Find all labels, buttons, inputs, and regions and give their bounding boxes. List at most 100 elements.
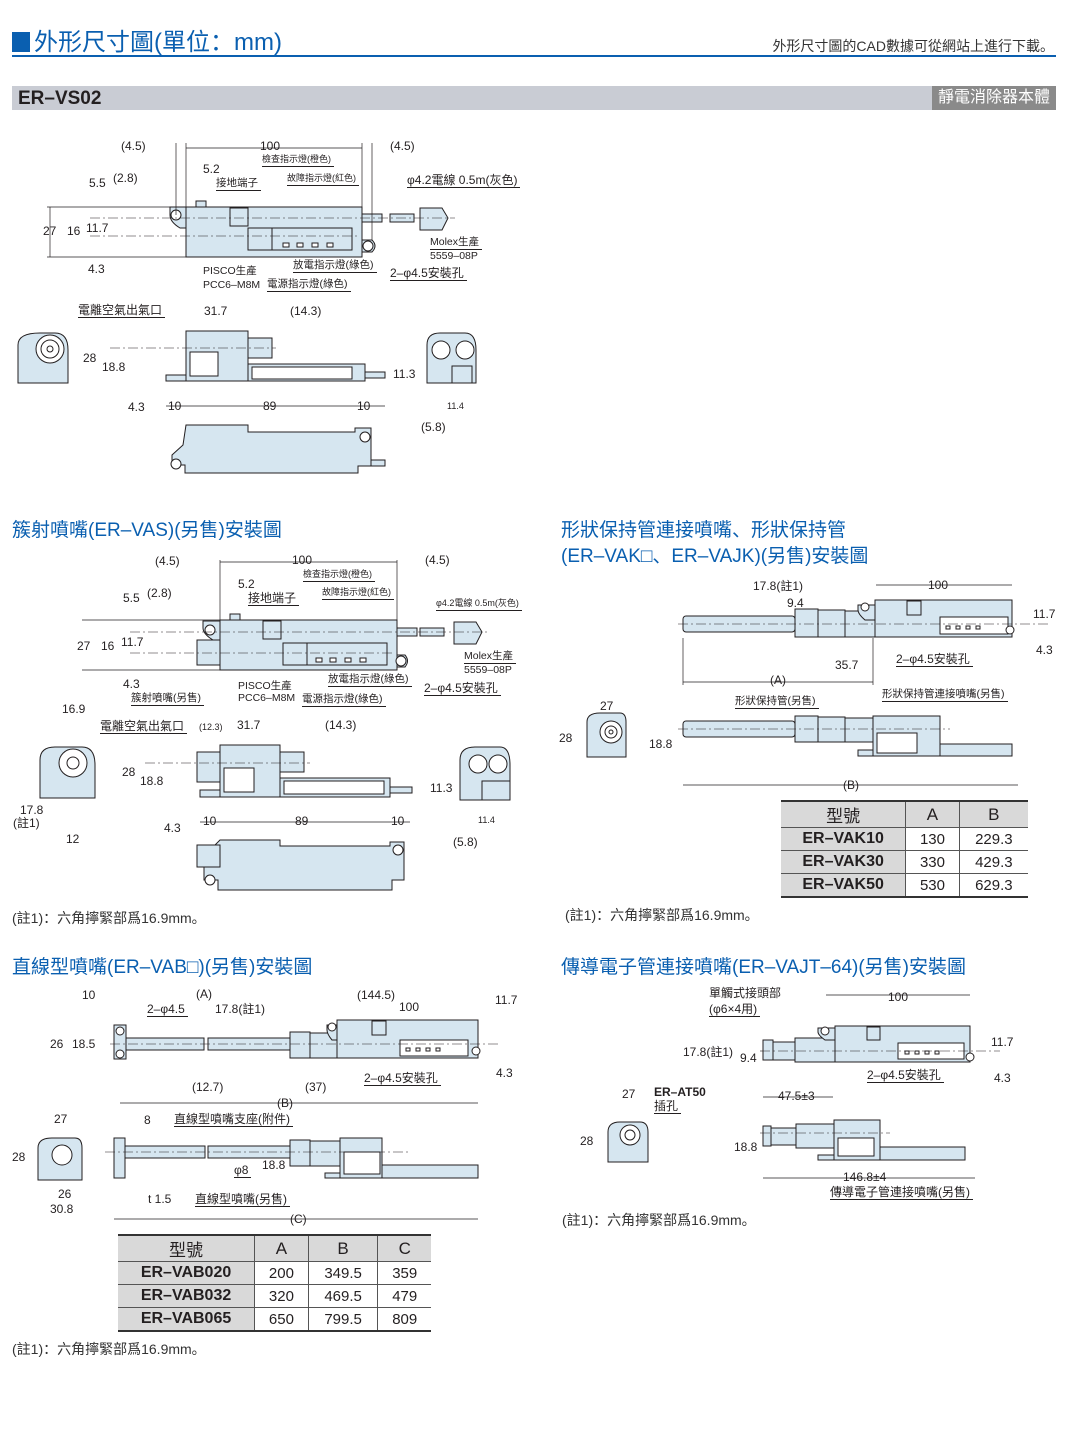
title-divider xyxy=(12,55,1056,57)
dim-label: 146.8±4 xyxy=(843,1170,887,1184)
callout-label: 電離空氣出氣口 xyxy=(78,304,166,318)
vab-model-table: 型號 A B C ER–VAB020 200 349.5 359 ER–VAB0… xyxy=(118,1234,431,1332)
dim-label: (144.5) xyxy=(357,988,396,1002)
dim-label: 17.8(註1) xyxy=(683,1045,734,1059)
dim-label: (A) xyxy=(770,673,786,687)
dim-label: 18.8 xyxy=(140,774,164,788)
callout-label: 2–φ4.5安裝孔 xyxy=(390,267,467,281)
table-cell: ER–VAK50 xyxy=(781,873,907,898)
table-cell: ER–VAK10 xyxy=(781,827,907,851)
dim-label: 10 xyxy=(82,988,96,1002)
dim-label: 28 xyxy=(122,765,136,779)
table-row: ER–VAB065 650 799.5 809 xyxy=(118,1307,431,1332)
callout-label: φ8 xyxy=(234,1164,252,1178)
table-cell: 650 xyxy=(254,1307,309,1332)
table-header: 型號 xyxy=(118,1234,256,1262)
dim-label: 31.7 xyxy=(204,304,228,318)
callout-label: 形狀保持管連接噴嘴(另售) xyxy=(882,688,1008,702)
table-header: A xyxy=(254,1234,309,1262)
dim-label: 4.3 xyxy=(1036,643,1053,657)
dim-label: 11.7 xyxy=(991,1035,1014,1049)
callout-label: φ4.2電線 0.5m(灰色) xyxy=(436,597,522,611)
table-cell: ER–VAB020 xyxy=(118,1261,256,1285)
table-cell: 809 xyxy=(377,1307,431,1332)
callout-label: Molex生產 xyxy=(430,236,483,250)
dim-label: 11.3 xyxy=(430,781,453,795)
dim-label: 8 xyxy=(144,1113,151,1127)
dim-label: 12 xyxy=(66,832,80,846)
dim-label: 27 xyxy=(622,1087,636,1101)
page-title-text: 外形尺寸圖(單位：mm) xyxy=(34,29,282,56)
table-header: 型號 xyxy=(781,800,907,828)
callout-label: 接地端子 xyxy=(216,177,261,191)
dim-label: (4.5) xyxy=(155,554,180,568)
vas-side-views xyxy=(39,744,511,891)
dim-label: (B) xyxy=(277,1096,293,1110)
callout-label: Molex生產 xyxy=(464,650,517,664)
dim-label: 47.5±3 xyxy=(778,1089,815,1103)
dim-label: (C) xyxy=(290,1212,307,1226)
callout-label: 電離空氣出氣口 xyxy=(100,720,188,734)
callout-label: 插孔 xyxy=(654,1100,682,1114)
dim-label: 17.8(註1) xyxy=(753,579,804,593)
dim-label: (12.3) xyxy=(199,722,223,732)
table-header-row: 型號 A B C xyxy=(118,1234,431,1262)
section-title-vajt: 傳導電子管連接噴嘴(ER–VAJT–64)(另售)安裝圖 xyxy=(561,957,967,978)
dim-label: (14.3) xyxy=(290,304,322,318)
section-title-vab: 直線型噴嘴(ER–VAB□)(另售)安裝圖 xyxy=(12,957,313,978)
dim-label: (註1) xyxy=(13,816,40,830)
dim-label: 35.7 xyxy=(835,658,859,672)
dim-label: 100 xyxy=(292,553,313,567)
table-row: ER–VAB020 200 349.5 359 xyxy=(118,1261,431,1285)
vab-views xyxy=(37,1019,500,1220)
dim-label: (4.5) xyxy=(425,553,450,567)
table-cell: 429.3 xyxy=(958,850,1028,874)
callout-label: 2–φ4.5 xyxy=(147,1003,188,1017)
dim-label: 18.8 xyxy=(262,1158,286,1172)
callout-label: 2–φ4.5安裝孔 xyxy=(867,1069,944,1083)
dim-label: 5.2 xyxy=(203,162,220,176)
table-row: ER–VAK30 330 429.3 xyxy=(781,850,1028,874)
dim-label: 11.7 xyxy=(495,993,518,1007)
dim-label: 18.8 xyxy=(734,1140,758,1154)
dim-label: 27 xyxy=(43,224,57,238)
dim-label: (5.8) xyxy=(453,835,478,849)
callout-label: PCC6–M8M xyxy=(238,692,296,704)
model-name: ER–VS02 xyxy=(18,88,102,109)
table-cell: 229.3 xyxy=(958,827,1028,851)
dim-label: 28 xyxy=(12,1150,26,1164)
callout-label: 電源指示燈(綠色) xyxy=(267,278,351,292)
dim-label: 18.5 xyxy=(72,1037,96,1051)
table-cell: 479 xyxy=(377,1284,431,1308)
dim-label: 10 xyxy=(168,399,182,413)
dim-label: 5.5 xyxy=(89,176,106,190)
dim-label: (14.3) xyxy=(325,718,357,732)
dim-label: 11.7 xyxy=(1033,607,1056,621)
callout-label: 2–φ4.5安裝孔 xyxy=(424,682,501,696)
dim-label: 28 xyxy=(580,1134,594,1148)
callout-label: 檢查指示燈(橙色) xyxy=(262,153,334,167)
table-row: ER–VAK50 530 629.3 xyxy=(781,873,1028,898)
dim-label: (37) xyxy=(305,1080,327,1094)
dim-label: 26 xyxy=(58,1187,72,1201)
callout-label: 接地端子 xyxy=(248,592,300,606)
dim-label: 27 xyxy=(54,1112,68,1126)
callout-label: 放電指示燈(綠色) xyxy=(293,259,377,273)
callout-label: (φ6×4用) xyxy=(709,1003,761,1017)
callout-label: 放電指示燈(綠色) xyxy=(328,673,412,687)
table-cell: 200 xyxy=(254,1261,309,1285)
table-cell: ER–VAB065 xyxy=(118,1307,256,1332)
vak-model-table: 型號 A B ER–VAK10 130 229.3 ER–VAK30 330 4… xyxy=(781,800,1028,898)
callout-label: PISCO生產 xyxy=(238,680,292,692)
section-title-vak-line1: 形狀保持管連接噴嘴、形狀保持管 xyxy=(561,520,847,541)
dim-label: 18.8 xyxy=(649,737,673,751)
title-square-icon xyxy=(12,32,30,52)
table-row: ER–VAB032 320 469.5 479 xyxy=(118,1284,431,1308)
dim-label: 5.5 xyxy=(123,591,140,605)
vs02-side-views xyxy=(17,330,477,474)
dim-label: 9.4 xyxy=(787,596,804,610)
table-cell: 359 xyxy=(377,1261,431,1285)
callout-label: 直線型噴嘴(另售) xyxy=(195,1193,290,1207)
cad-download-note: 外形尺寸圖的CAD數據可從網站上進行下載。 xyxy=(772,38,1054,54)
dim-label: 27 xyxy=(77,639,91,653)
